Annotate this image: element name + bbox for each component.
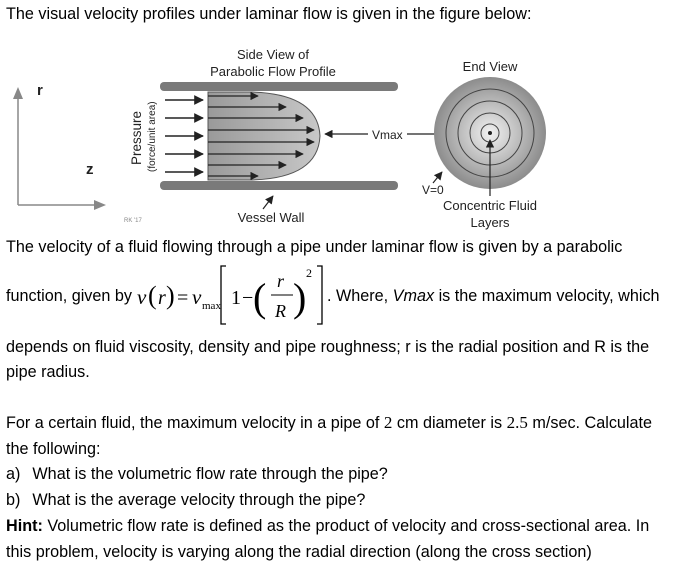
side-view-title-1: Side View of <box>237 47 309 62</box>
formula-big-close-paren: ) <box>293 275 306 320</box>
hint-line2: this problem, velocity is varying along … <box>6 543 592 561</box>
formula-open-paren: ( <box>148 281 157 310</box>
signature-text: RK '17 <box>124 218 142 224</box>
max-velocity-value: 2.5 <box>506 413 528 432</box>
axis-z-label: z <box>86 161 94 178</box>
intro-text: The visual velocity profiles under lamin… <box>6 5 532 23</box>
formula-exp: 2 <box>306 266 312 280</box>
side-view-title-2: Parabolic Flow Profile <box>210 64 336 79</box>
formula-minus: − <box>242 287 253 309</box>
pipe-wall-top <box>160 82 398 91</box>
end-view-title: End View <box>463 59 518 74</box>
pipe-wall-bottom <box>160 181 398 190</box>
max-velocity-text: is the maximum velocity, which <box>438 287 660 305</box>
formula-left-bracket <box>220 265 226 325</box>
formula-num: r <box>277 271 285 291</box>
pressure-label: Pressure <box>129 111 144 165</box>
hint-text: Volumetric flow rate is defined as the p… <box>47 517 650 535</box>
formula-den: R <box>274 301 286 321</box>
v0-arrow <box>432 171 443 184</box>
laminar-flow-figure: r z Pressure (force/unit area) Side View… <box>13 47 546 230</box>
formula-v: v <box>137 285 147 309</box>
formula-vmax-v: v <box>192 285 202 309</box>
diameter-value: 2 <box>383 413 393 432</box>
axis-r-label: r <box>37 82 43 99</box>
formula-vmax-sub: max <box>202 300 221 312</box>
question-a-text: What is the volumetric flow rate through… <box>32 465 388 483</box>
para2-line2: the following: <box>6 440 101 458</box>
para1-line3: depends on fluid viscosity, density and … <box>6 338 650 356</box>
v0-label: V=0 <box>422 183 444 197</box>
formula-equals: = <box>177 287 188 309</box>
para2-line1: For a certain fluid, the maximum velocit… <box>6 413 652 433</box>
para1-line4: pipe radius. <box>6 363 90 381</box>
where-text: . Where, <box>327 287 389 305</box>
formula-right-bracket <box>317 265 323 325</box>
hint-label: Hint: <box>6 517 43 535</box>
velocity-formula: v ( r ) = v max 1 − ( r R ) 2 <box>137 265 323 325</box>
formula-close-paren: ) <box>166 281 175 310</box>
p2-text-a: For a certain fluid, the maximum velocit… <box>6 414 380 432</box>
vmax-label: Vmax <box>372 128 403 142</box>
question-b-text: What is the average velocity through the… <box>32 491 366 509</box>
parabolic-profile <box>207 91 321 181</box>
formula-r: r <box>158 287 166 309</box>
vmax-inline: Vmax <box>392 287 435 305</box>
question-b: b) What is the average velocity through t… <box>6 491 365 510</box>
rz-axes <box>13 87 106 210</box>
para1-line2-rest: . Where, Vmax is the maximum velocity, w… <box>327 287 660 306</box>
formula-big-open-paren: ( <box>253 275 266 320</box>
p2-text-c: cm diameter is <box>396 414 503 432</box>
p2-text-e: m/sec. Calculate <box>532 414 653 432</box>
velocity-arrows <box>208 91 315 181</box>
pressure-arrows <box>165 95 204 177</box>
question-a-label: a) <box>6 465 21 483</box>
formula-one: 1 <box>231 287 241 309</box>
question-b-label: b) <box>6 491 21 509</box>
concentric-label-2: Layers <box>470 215 510 230</box>
hint-line1: Hint: Volumetric flow rate is defined as… <box>6 517 649 536</box>
vessel-wall-label: Vessel Wall <box>238 210 305 225</box>
question-a: a) What is the volumetric flow rate throu… <box>6 465 388 484</box>
pressure-units-label: (force/unit area) <box>147 101 158 172</box>
para1-line2-prefix: function, given by <box>6 287 132 305</box>
concentric-label-1: Concentric Fluid <box>443 198 537 213</box>
para1-line1: The velocity of a fluid flowing through … <box>6 238 623 256</box>
vessel-wall-arrow <box>262 195 274 210</box>
end-view-circles <box>434 77 546 189</box>
